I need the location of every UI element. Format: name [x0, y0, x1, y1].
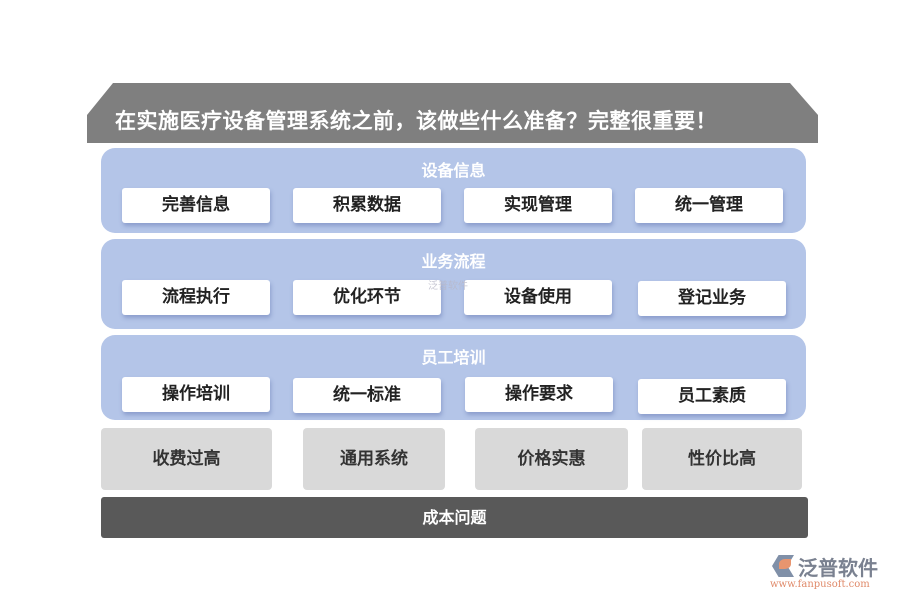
section-title: 员工培训: [421, 348, 486, 367]
logo-icon-accent: [779, 559, 791, 569]
base-bar: 成本问题: [101, 497, 808, 538]
item-card: 统一管理: [635, 188, 783, 223]
page-title: 在实施医疗设备管理系统之前，该做些什么准备？完整很重要！: [115, 108, 717, 133]
item-card: 操作要求: [465, 377, 613, 412]
title-banner: 在实施医疗设备管理系统之前，该做些什么准备？完整很重要！: [87, 83, 818, 143]
brand-logo: 泛普软件 www.fanpusoft.com: [770, 552, 895, 592]
section-staff-training: 员工培训 操作培训 统一标准 操作要求 员工素质: [101, 335, 806, 420]
item-card: 流程执行: [122, 280, 270, 315]
item-card: 实现管理: [464, 188, 612, 223]
item-card: 员工素质: [638, 379, 786, 414]
item-card: 统一标准: [293, 378, 441, 413]
problem-box: 价格实惠: [475, 428, 628, 490]
item-card: 完善信息: [122, 188, 270, 223]
problem-box: 通用系统: [303, 428, 445, 490]
problem-box: 性价比高: [642, 428, 802, 490]
section-equipment-info: 设备信息 完善信息 积累数据 实现管理 统一管理: [101, 148, 806, 233]
item-card: 设备使用: [464, 280, 612, 315]
logo-name: 泛普软件: [798, 556, 878, 580]
section-title: 业务流程: [421, 252, 486, 271]
logo-url: www.fanpusoft.com: [770, 579, 870, 590]
watermark: 泛普软件: [428, 281, 468, 292]
problem-box: 收费过高: [101, 428, 272, 490]
item-card: 登记业务: [638, 281, 786, 316]
item-card: 积累数据: [293, 188, 441, 223]
item-card: 操作培训: [122, 377, 270, 412]
section-business-process: 业务流程 流程执行 优化环节 设备使用 登记业务: [101, 239, 806, 329]
item-card: 优化环节: [293, 280, 441, 315]
section-title: 设备信息: [421, 161, 486, 180]
